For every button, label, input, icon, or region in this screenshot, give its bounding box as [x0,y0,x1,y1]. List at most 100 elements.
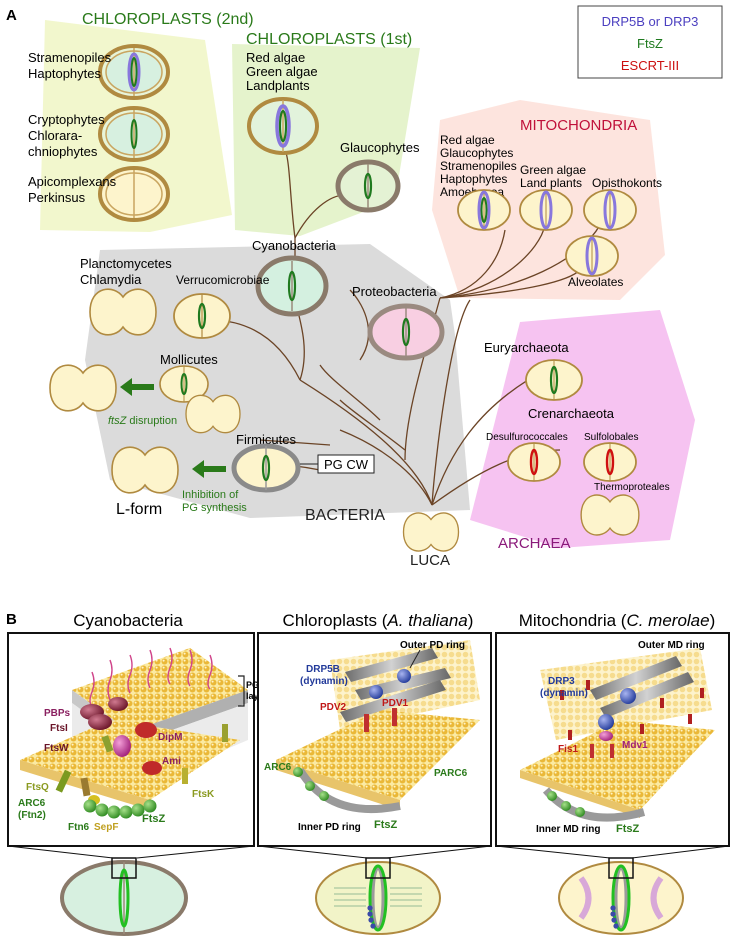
bacteria-title: BACTERIA [305,507,385,524]
label-ftsq: FtsQ [26,782,49,793]
label-chniophytes: chniophytes [28,144,98,159]
drp5b-ball-1 [369,685,383,699]
chloroplasts-2nd-title: CHLOROPLASTS (2nd) [82,11,254,28]
label-pdv1: PDV1 [382,698,409,709]
cell-mito-2 [519,189,573,231]
label-proteobacteria: Proteobacteria [352,284,437,299]
label-crenarchaeota: Crenarchaeota [528,406,615,421]
chloroplasts-1st-title: CHLOROPLASTS (1st) [246,31,412,48]
label-ftn6: Ftn6 [68,822,90,833]
archaea-region [470,310,695,548]
label-dipm: DipM [158,732,182,743]
mitochondria-title: MITOCHONDRIA [520,117,637,134]
cell-proteobacteria [367,303,445,361]
cell-desulfurococcales [507,442,561,482]
label-outer-md-ring: Outer MD ring [638,640,705,651]
label-ami: Ami [162,756,181,767]
label-ftsz-cyano: FtsZ [142,813,166,825]
label-arc6-chloro: ARC6 [264,762,292,773]
label-mito-glaucophytes: Glaucophytes [440,146,513,160]
arrow-inhibition [192,460,226,478]
label-glaucophytes: Glaucophytes [340,140,420,155]
cell-thermoproteales [580,494,640,536]
legend-drp: DRP5B or DRP3 [602,14,699,29]
label-mito-land-plants: Land plants [520,176,582,190]
cell-planctomycetes [89,288,157,336]
label-mito-red-algae: Red algae [440,133,495,147]
cell-apicomplexans [98,166,170,222]
zoom-lines [7,845,730,859]
cyano-ftsz-ring [83,799,157,819]
label-inhibition-2: PG synthesis [182,502,247,514]
chloro-detail-box: Outer PD ring DRP5B (dynamin) PDV2 PDV1 … [257,632,492,847]
cyano-detail-box: PG layer PBPs FtsI FtsW [7,632,268,847]
cell-sulfolobales [583,442,637,482]
label-pdv2: PDV2 [320,702,347,713]
legend-ftsz: FtsZ [637,36,663,51]
label-layer: layer [246,691,268,701]
label-chlorara: Chlorara- [28,128,82,143]
label-outer-pd-ring: Outer PD ring [400,640,465,651]
pg-cw-box [317,454,375,474]
legend-box [577,5,723,79]
label-inner-pd-ring: Inner PD ring [298,822,361,833]
label-planctomycetes: Planctomycetes [80,256,172,271]
label-arc6: ARC6 [18,798,46,809]
cell-stramenopiles [98,44,170,100]
label-euryarchaeota: Euryarchaeota [484,340,569,355]
cell-firmicutes [231,443,301,493]
label-inner-md-ring: Inner MD ring [536,824,600,835]
label-green-algae: Green algae [246,64,318,79]
mito-group1-labels: Red algae Glaucophytes Stramenopiles Hap… [440,133,517,199]
label-thermoproteales: Thermoproteales [594,482,670,493]
cyano-proteins [55,697,228,805]
drp3-ball-1 [620,688,636,704]
cell-l-form [111,446,179,494]
label-alveolates: Alveolates [568,275,623,289]
label-mito-stramenopiles: Stramenopiles [440,159,517,173]
cell-luca [402,512,460,552]
label-sulfolobales: Sulfolobales [584,432,638,443]
cell-mito-1 [457,189,511,231]
label-pg: PG [246,680,259,690]
label-drp5b: DRP5B [306,664,340,675]
label-verrucomicrobiae: Verrucomicrobiae [176,273,270,287]
label-landplants: Landplants [246,78,310,93]
drp3-ball-2 [598,714,614,730]
label-perkinsus: Perkinsus [28,190,86,205]
label-mito-haptophytes: Haptophytes [440,172,507,186]
mini-cyanobacterium [60,857,188,936]
cell-euryarchaeota [525,359,583,401]
cell-mollicutes-disrupted [49,364,117,412]
label-haptophytes: Haptophytes [28,66,101,81]
cell-mollicutes-daughter [185,394,241,434]
label-pbps: PBPs [44,708,71,719]
mini-chloroplast [315,857,441,935]
label-cyanobacteria: Cyanobacteria [252,238,337,253]
label-ftsk: FtsK [192,789,215,800]
cell-primary-chloroplast [247,97,319,155]
cell-mito-alveolates [565,235,619,277]
label-inhibition-1: Inhibition of [182,489,239,501]
label-pg-cw: PG CW [324,457,369,472]
cell-mito-opisthokonts [583,189,637,231]
label-l-form: L-form [116,501,162,518]
label-chlamydia: Chlamydia [80,272,142,287]
luca-title: LUCA [410,552,450,569]
outer-md-ring [590,656,694,718]
cell-cyanobacteria [255,255,329,317]
label-ftsz-chloro: FtsZ [374,819,398,831]
label-ftsz-mito: FtsZ [616,823,640,835]
label-drp3: DRP3 [548,676,575,687]
cell-verrucomicrobiae [173,293,231,339]
label-ftsw: FtsW [44,743,69,754]
label-ftsz-disruption: ftsZ disruption [108,415,177,427]
label-desulfurococcales: Desulfurococcales [486,432,568,443]
label-mollicutes: Mollicutes [160,352,218,367]
mito-ftsz-ring [547,791,585,817]
title-chloroplasts: Chloroplasts (A. thaliana) [283,611,474,630]
label-mito-green-algae: Green algae [520,163,586,177]
label-ftn2: (Ftn2) [18,810,46,821]
cell-cryptophytes [98,106,170,162]
